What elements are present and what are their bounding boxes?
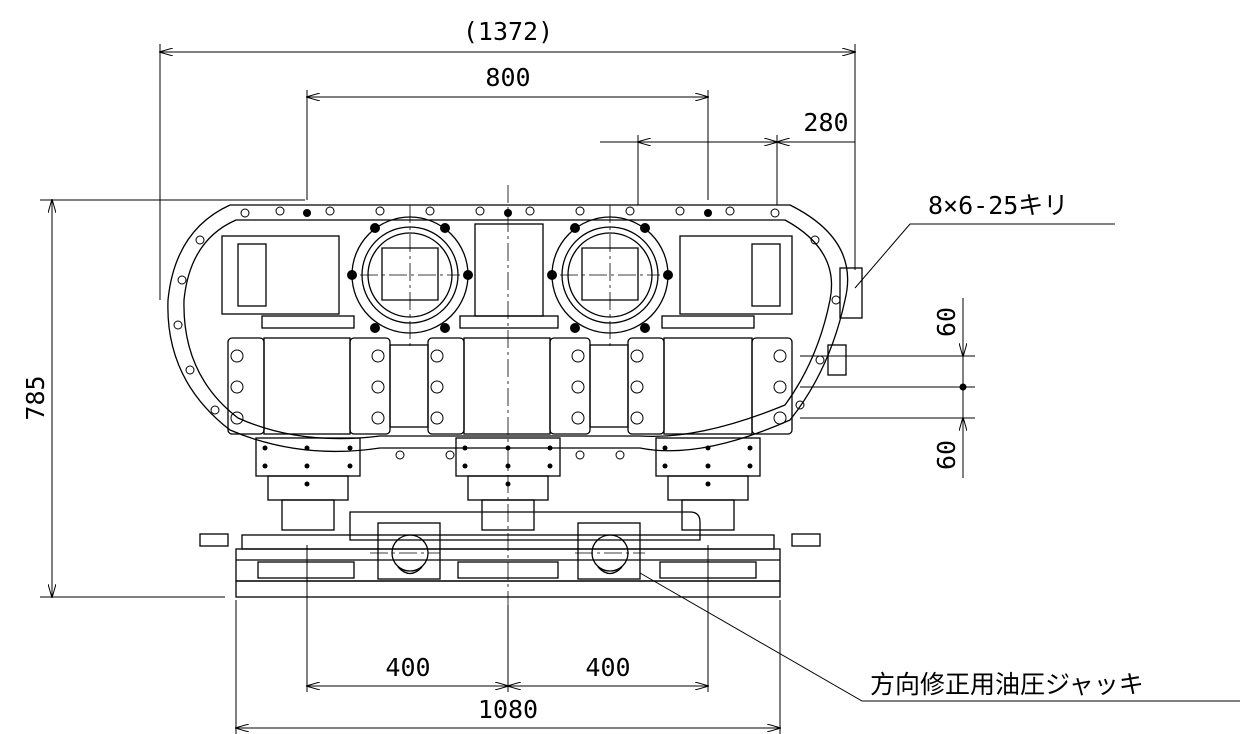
dim-base-width: 1080 [478,695,538,724]
ring-bolts [303,209,712,333]
chain-links [173,206,841,460]
note-jack: 方向修正用油圧ジャッキ [870,670,1144,699]
machine-body [167,204,863,598]
bracket-holes [230,349,787,425]
dim-pitch-upper: 60 [932,307,961,337]
dim-center-spacing: 800 [485,63,530,92]
housing-dots [262,445,753,487]
dim-overall-width: (1372) [463,17,553,46]
dim-height: 785 [21,375,50,420]
dim-pitch-lower: 60 [932,440,961,470]
center-lines [360,185,660,690]
dim-base-left: 400 [385,653,430,682]
dim-offset: 280 [803,108,848,137]
note-holes: 8×6-25キリ [928,191,1068,220]
dim-base-right: 400 [585,653,630,682]
dimension-lines [40,44,1240,734]
